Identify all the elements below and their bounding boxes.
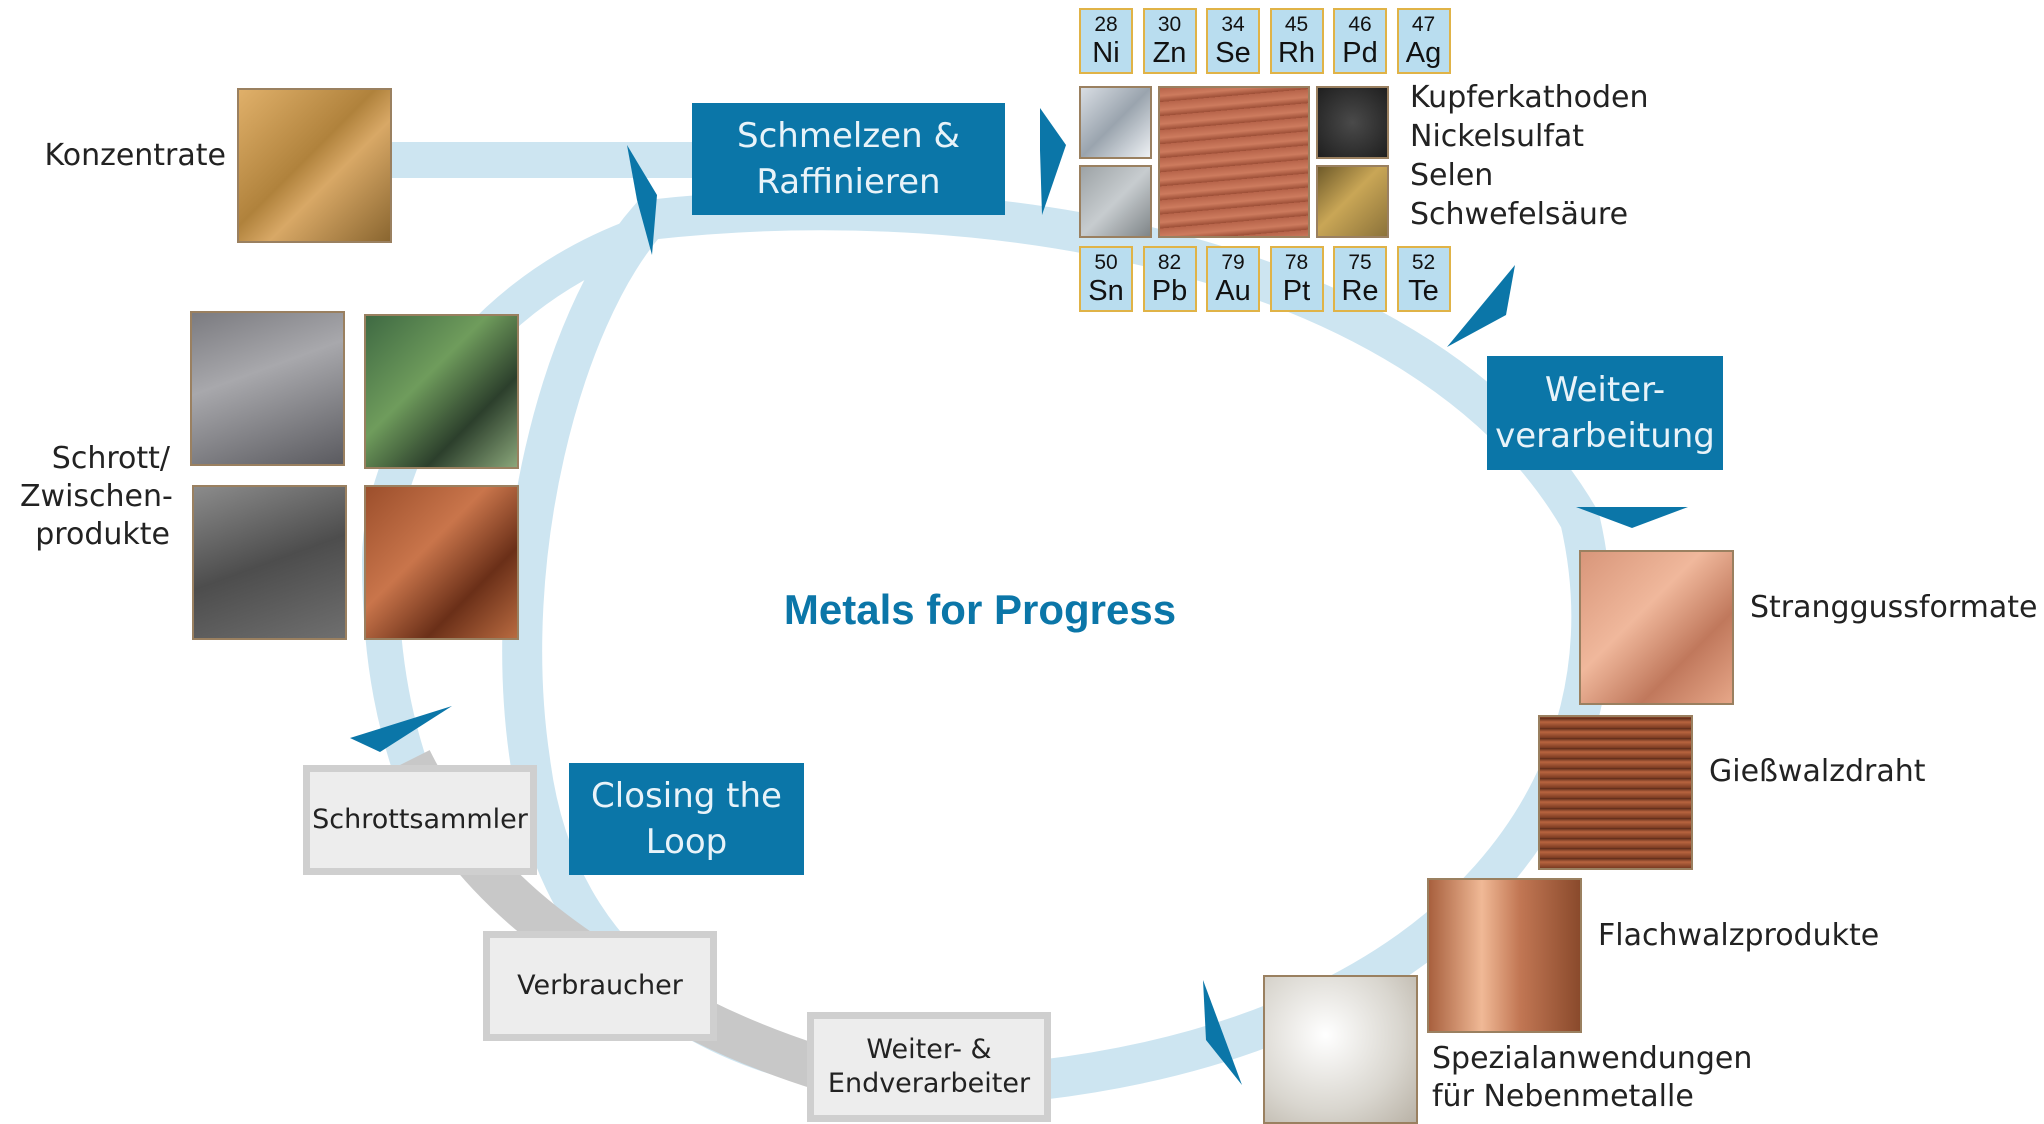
scrap-photo-circuit (364, 314, 519, 469)
box-smelting: Schmelzen & Raffinieren (692, 103, 1005, 215)
element-number: 82 (1157, 251, 1182, 274)
element-symbol: Te (1408, 275, 1439, 307)
photo-continuous-cast (1579, 550, 1734, 705)
photo-selenium (1316, 86, 1389, 159)
refining-product: Kupferkathoden (1410, 80, 1649, 115)
box-consumer-label: Verbraucher (517, 970, 683, 1001)
refining-product: Selen (1410, 158, 1494, 193)
scrap-photo-copper (364, 485, 519, 640)
box-further-processing: Weiter- verarbeitung (1487, 356, 1723, 470)
element-symbol: Au (1215, 275, 1251, 307)
photo-rod-coil (1538, 715, 1693, 870)
element-symbol: Se (1215, 37, 1251, 69)
element-symbol: Sn (1088, 275, 1124, 307)
arrow-after-smelting (1040, 108, 1066, 215)
element-symbol: Pd (1342, 37, 1378, 69)
label-rod: Gießwalzdraht (1709, 754, 1926, 789)
element-number: 47 (1411, 13, 1436, 36)
element-symbol: Re (1341, 275, 1379, 307)
element-number: 78 (1284, 251, 1309, 274)
element-number: 34 (1221, 13, 1245, 36)
box-closing-loop: Closing the Loop (569, 763, 804, 875)
arrow-to-scrap (350, 706, 452, 752)
element-number: 45 (1284, 13, 1309, 36)
element-number: 28 (1094, 13, 1118, 36)
box-processor: Weiter- & Endverarbeiter (807, 1012, 1051, 1122)
label-continuous-cast: Stranggussformate (1750, 590, 2038, 625)
photo-metal-sheet (1079, 165, 1152, 238)
element-number: 75 (1348, 251, 1372, 274)
scrap-photo-rubble (192, 485, 347, 640)
element-number: 79 (1221, 251, 1245, 274)
box-smelting-label: Schmelzen & Raffinieren (737, 116, 960, 202)
element-symbol: Ni (1092, 37, 1120, 69)
refining-product: Nickelsulfat (1410, 119, 1585, 154)
diagram-title: Metals for Progress (783, 586, 1177, 633)
element-symbol: Pt (1282, 275, 1311, 307)
arrow-into-smelting (627, 145, 657, 255)
element-symbol: Ag (1405, 37, 1442, 69)
scrap-photo-ingot (190, 311, 345, 466)
label-scrap: Schrott/ Zwischen- produkte (20, 441, 173, 552)
label-flat-rolled: Flachwalzprodukte (1598, 918, 1880, 953)
box-consumer: Verbraucher (483, 931, 717, 1041)
box-further-processing-label: Weiter- verarbeitung (1495, 370, 1715, 456)
photo-copper-cathodes (1158, 86, 1310, 238)
arrow-to-processing (1447, 265, 1515, 347)
photo-special (1263, 975, 1418, 1124)
arrow-down-products (1576, 507, 1688, 528)
element-number: 46 (1348, 13, 1372, 36)
element-number: 50 (1094, 251, 1118, 274)
photo-gold-bar (1316, 165, 1389, 238)
concentrate-photo (237, 88, 392, 243)
box-collector: Schrottsammler (303, 765, 537, 875)
element-number: 30 (1157, 13, 1182, 36)
label-special: Spezialanwendungen für Nebenmetalle (1432, 1041, 1753, 1114)
box-closing-loop-label: Closing the Loop (591, 776, 782, 862)
photo-nickel-sulfate (1079, 86, 1152, 159)
photo-flat-rolled (1427, 878, 1582, 1033)
element-symbol: Pb (1151, 275, 1188, 307)
element-symbol: Zn (1152, 37, 1187, 69)
box-collector-label: Schrottsammler (312, 804, 528, 835)
box-processor-label: Weiter- & Endverarbeiter (827, 1034, 1031, 1099)
refining-product: Schwefelsäure (1410, 197, 1629, 232)
label-concentrates: Konzentrate (44, 138, 226, 173)
element-number: 52 (1411, 251, 1436, 274)
arrow-to-special (1203, 980, 1242, 1085)
element-symbol: Rh (1277, 37, 1316, 69)
